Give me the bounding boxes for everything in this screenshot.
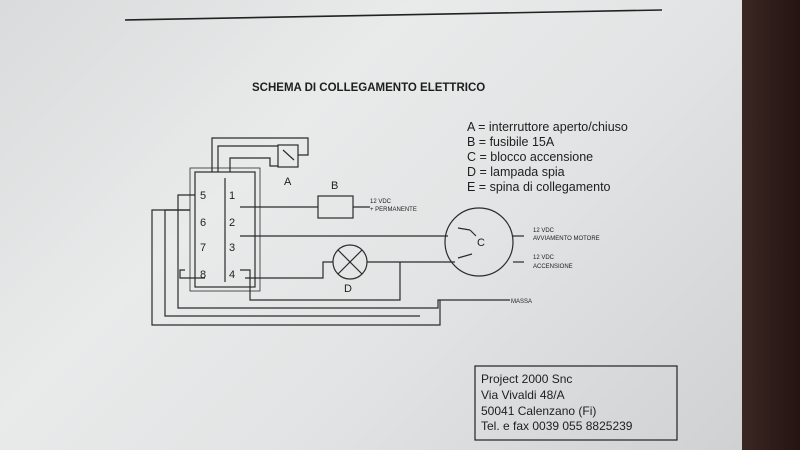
fuse-b bbox=[317, 195, 354, 219]
legend-item-a: A = interruttore aperto/chiuso bbox=[467, 120, 628, 134]
label-a: A bbox=[284, 176, 292, 188]
company-street: Via Vivaldi 48/A bbox=[481, 388, 565, 402]
label-c: C bbox=[477, 237, 485, 249]
pin-1: 1 bbox=[229, 190, 235, 202]
pin-7: 7 bbox=[200, 242, 206, 254]
connector-frame bbox=[189, 167, 261, 292]
ignition-block-c bbox=[444, 207, 514, 277]
fuse-12vdc-label: 12 VDC bbox=[370, 199, 392, 205]
fuse-permanent-label: + PERMANENTE bbox=[370, 207, 417, 213]
pin-6: 6 bbox=[200, 217, 206, 229]
paper-sheet bbox=[0, 0, 742, 450]
pin-5: 5 bbox=[200, 190, 206, 202]
pin-2: 2 bbox=[229, 217, 235, 229]
ground-label: MASSA bbox=[511, 299, 532, 305]
label-b: B bbox=[331, 180, 338, 192]
company-city: 50041 Calenzano (Fi) bbox=[481, 404, 596, 418]
top-rule bbox=[124, 9, 663, 21]
diagram-title: SCHEMA DI COLLEGAMENTO ELETTRICO bbox=[252, 82, 485, 94]
start-motor-label: AVVIAMENTO MOTORE bbox=[533, 236, 600, 242]
legend-item-d: D = lampada spia bbox=[467, 165, 565, 179]
wiring-diagram: SCHEMA DI COLLEGAMENTO ELETTRICO A = int… bbox=[124, 9, 678, 441]
background-edge bbox=[742, 0, 800, 450]
connector-body bbox=[194, 171, 256, 288]
legend-item-b: B = fusibile 15A bbox=[467, 135, 555, 149]
switch-a-box bbox=[277, 144, 299, 168]
legend-item-c: C = blocco accensione bbox=[467, 150, 593, 164]
pin-3: 3 bbox=[229, 242, 235, 254]
connector-pins: 1 2 3 4 5 6 7 8 bbox=[200, 190, 235, 281]
ign-accensione-label: ACCENSIONE bbox=[533, 264, 573, 270]
legend-item-e: E = spina di collegamento bbox=[467, 180, 611, 194]
label-d: D bbox=[344, 283, 352, 295]
start-12vdc-label: 12 VDC bbox=[533, 228, 555, 234]
company-phone: Tel. e fax 0039 055 8825239 bbox=[481, 419, 633, 433]
pin-8: 8 bbox=[200, 269, 206, 281]
ign-12vdc-label: 12 VDC bbox=[533, 255, 555, 261]
wires bbox=[151, 137, 524, 326]
company-box bbox=[474, 365, 678, 441]
pin-4: 4 bbox=[229, 269, 235, 281]
company-name: Project 2000 Snc bbox=[481, 372, 572, 386]
legend: A = interruttore aperto/chiuso B = fusib… bbox=[467, 120, 628, 194]
